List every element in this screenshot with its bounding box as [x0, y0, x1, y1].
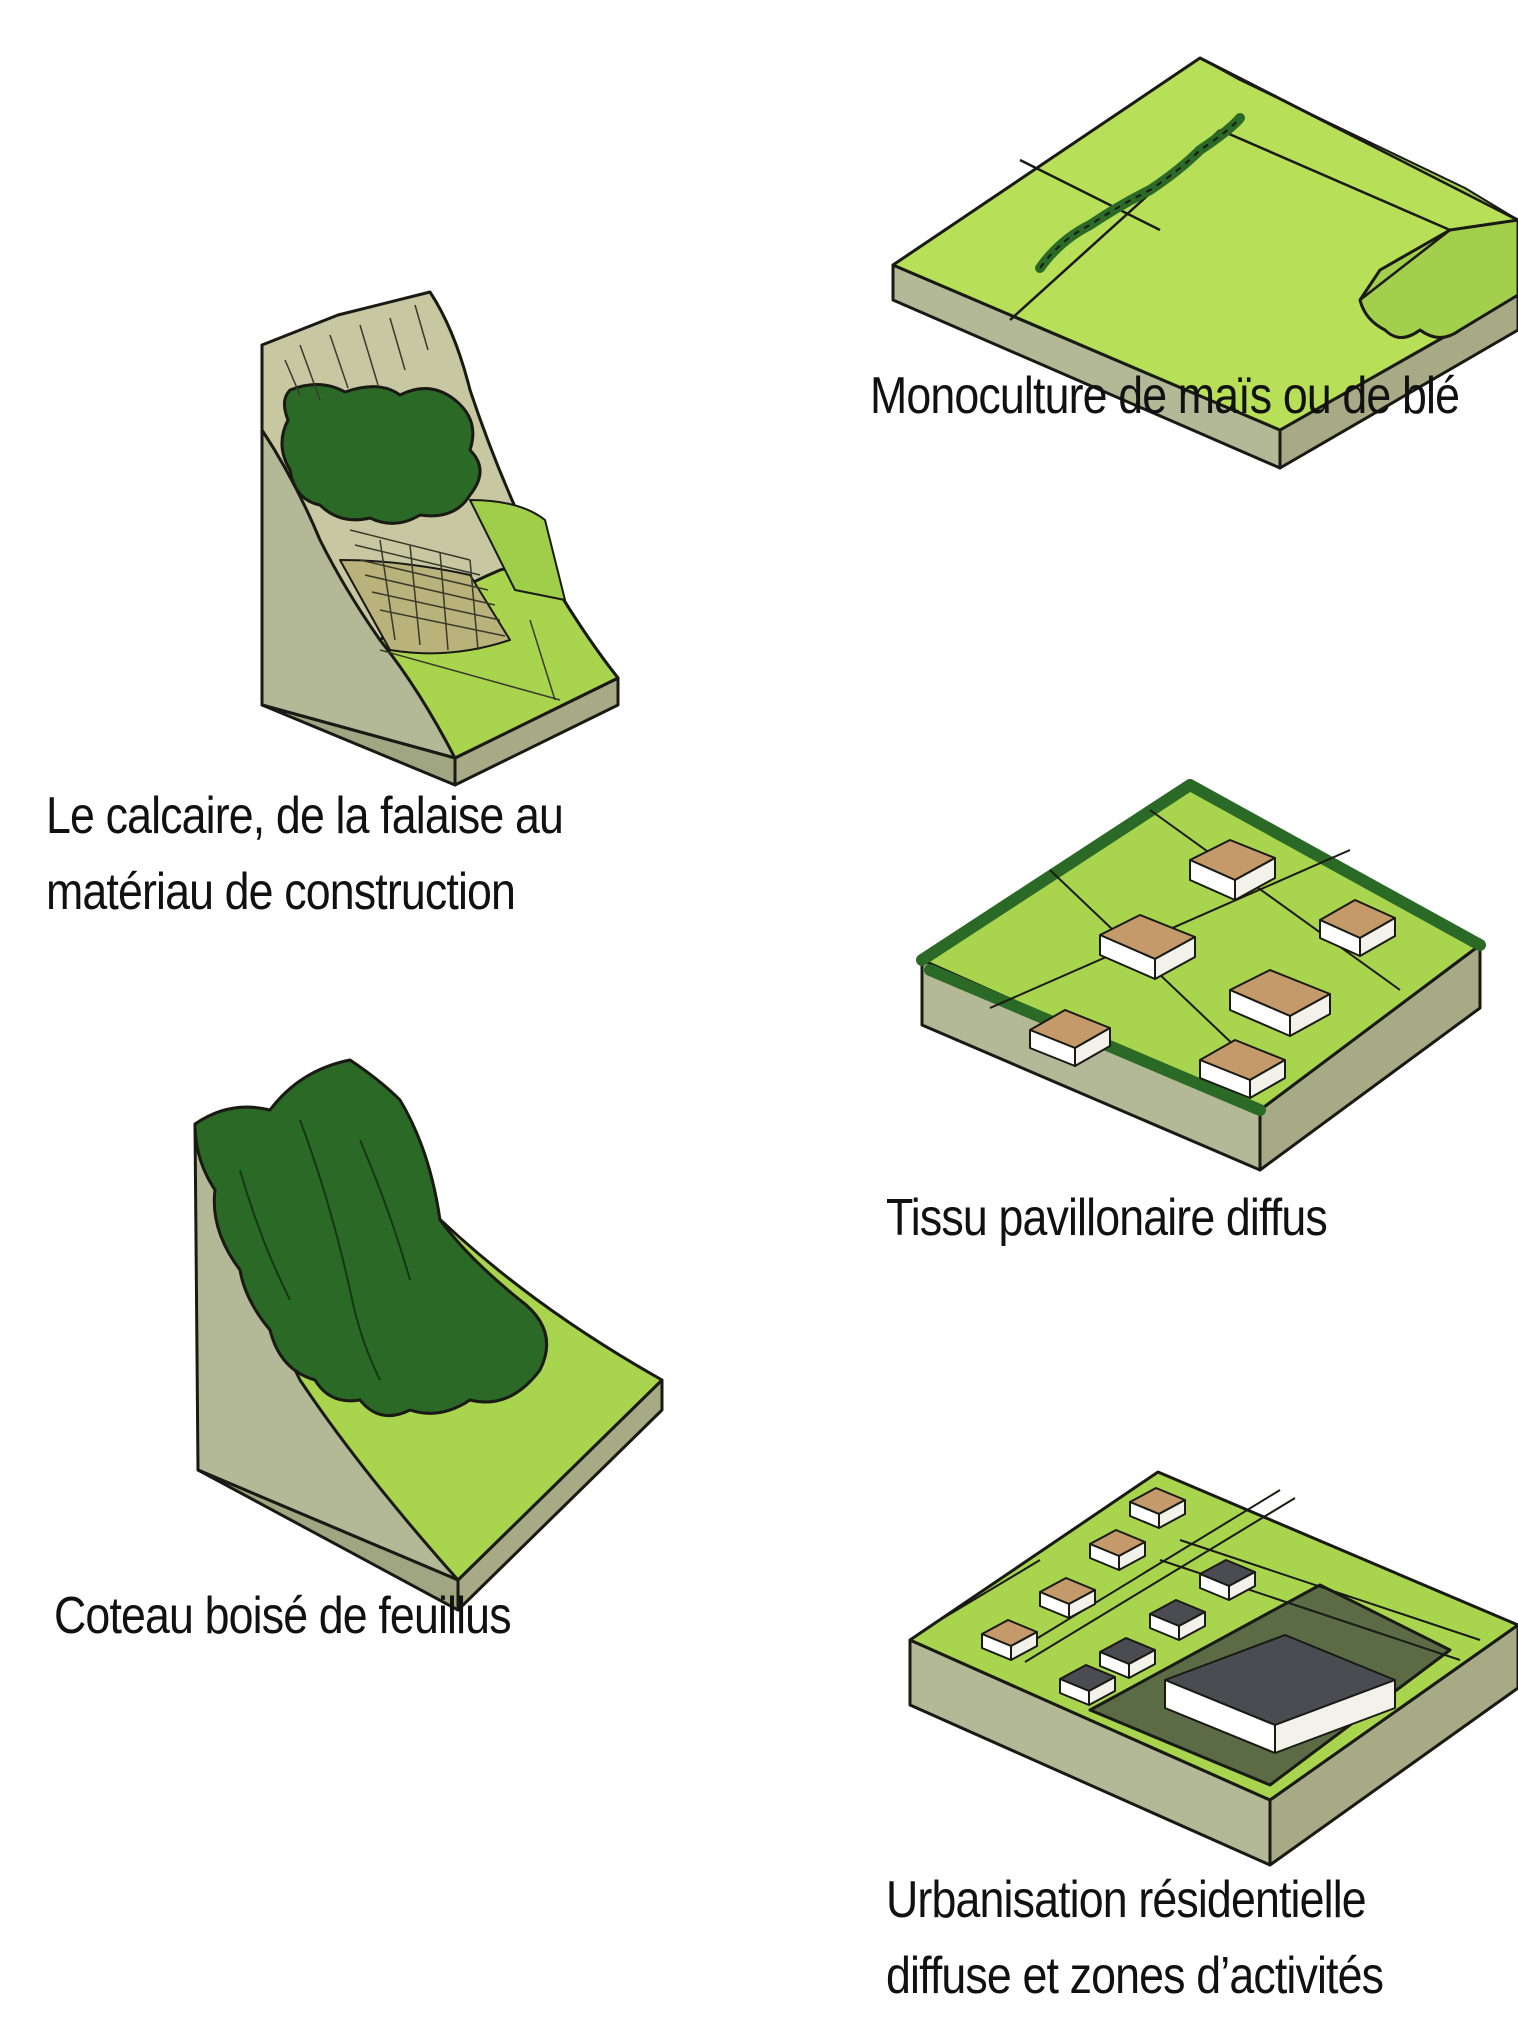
panel-mono: Monoculture de maïs ou de blé	[760, 0, 1518, 520]
caption-calcaire-line-2: matériau de construction	[46, 863, 516, 921]
limestone-cliff-illustration	[260, 290, 620, 787]
panel-calcaire: Le calcaire, de la falaise au matériau d…	[0, 0, 760, 921]
panel-tissu: Tissu pavillonaire diffus	[760, 740, 1518, 1260]
crop-field-illustration	[891, 56, 1518, 470]
residential-industrial-illustration	[908, 1470, 1518, 1867]
suburban-houses-illustration	[916, 779, 1486, 1172]
panel-urban: Urbanisation résidentielle diffuse et zo…	[760, 1420, 1518, 2018]
caption-coteau-line-1: Coteau boisé de feuillus	[54, 1587, 512, 1645]
caption-urban-line-2: diffuse et zones d’activités	[886, 1947, 1384, 2005]
caption-urban-line-1: Urbanisation résidentielle	[886, 1871, 1367, 1929]
caption-mono: Monoculture de maïs ou de blé	[870, 358, 1460, 434]
caption-tissu: Tissu pavillonaire diffus	[886, 1180, 1328, 1256]
caption-calcaire: Le calcaire, de la falaise au matériau d…	[46, 778, 564, 930]
caption-calcaire-line-1: Le calcaire, de la falaise au	[46, 787, 564, 845]
caption-mono-line-1: Monoculture de maïs ou de blé	[870, 367, 1460, 425]
caption-tissu-line-1: Tissu pavillonaire diffus	[886, 1189, 1328, 1247]
panel-coteau: Coteau boisé de feuillus	[0, 1000, 760, 1700]
caption-coteau: Coteau boisé de feuillus	[54, 1578, 512, 1654]
caption-urban: Urbanisation résidentielle diffuse et zo…	[886, 1862, 1384, 2014]
wooded-slope-illustration	[193, 1058, 664, 1612]
